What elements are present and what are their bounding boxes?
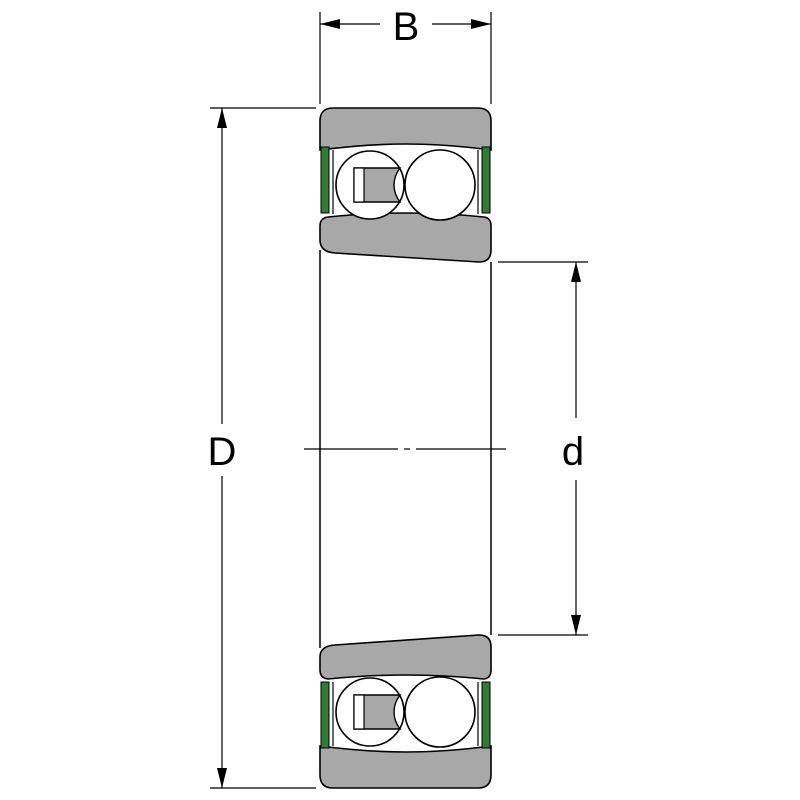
seal-bottom-right	[481, 681, 491, 749]
dimension-bore-diameter: d	[498, 261, 588, 636]
bore-diameter-label: d	[562, 430, 584, 474]
outer-ring-top	[319, 107, 492, 151]
outer-ring-bottom	[319, 745, 492, 789]
seal-bottom-left	[320, 681, 330, 749]
dimension-outer-diameter: D	[208, 107, 316, 789]
cage-window-top	[353, 167, 365, 203]
bottom-section	[319, 634, 492, 789]
cage-top	[353, 167, 402, 203]
cage-bottom	[353, 694, 402, 730]
bore-outline	[319, 250, 492, 648]
width-label: B	[393, 5, 420, 49]
inner-ring-bottom	[319, 634, 492, 680]
cage-window-bottom	[353, 694, 365, 730]
outer-diameter-label: D	[208, 430, 237, 474]
seal-top-right	[481, 146, 491, 214]
ball-top-right	[404, 149, 476, 221]
dimension-width: B	[319, 5, 492, 104]
top-section	[319, 107, 492, 263]
inner-ring-top	[319, 212, 492, 263]
ball-bottom-right	[404, 676, 476, 748]
seal-top-left	[320, 146, 330, 214]
